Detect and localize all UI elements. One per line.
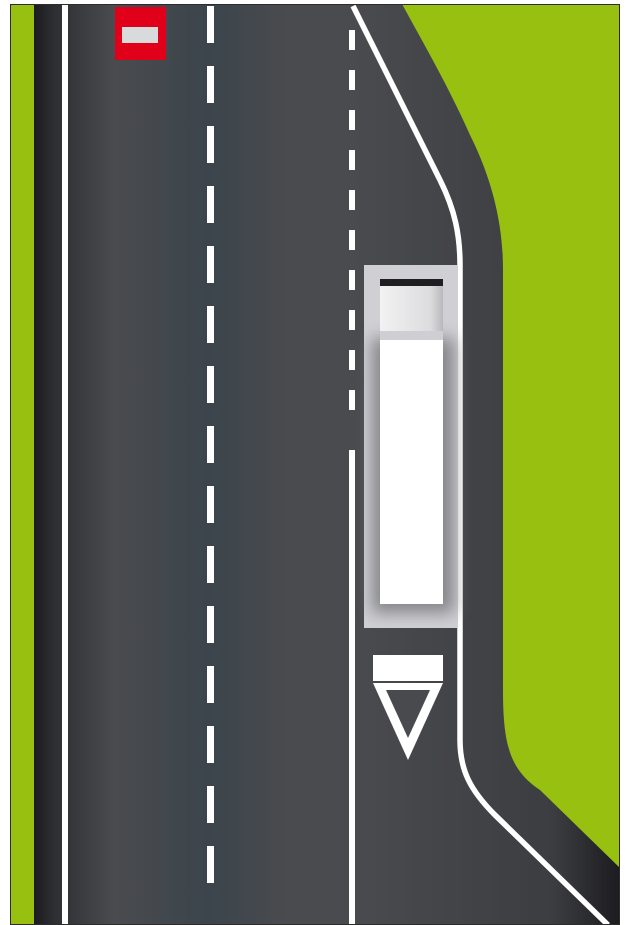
center-dash-6 — [207, 366, 214, 403]
edge-line-left — [62, 4, 68, 925]
center-dash-1 — [207, 66, 214, 103]
boundary-dash-8 — [349, 350, 355, 370]
center-dash-4 — [207, 246, 214, 283]
boundary-dash-4 — [349, 190, 355, 210]
center-dash-5 — [207, 306, 214, 343]
boundary-dash-9 — [349, 390, 355, 410]
center-dash-12 — [207, 726, 214, 763]
boundary-dash-3 — [349, 150, 355, 170]
truck-bumper — [380, 279, 443, 286]
no-entry-bar — [122, 27, 158, 43]
center-dash-11 — [207, 666, 214, 703]
center-dash-3 — [207, 186, 214, 223]
truck — [372, 279, 454, 613]
truck-hitch — [380, 331, 443, 340]
center-dash-9 — [207, 546, 214, 583]
center-dash-8 — [207, 486, 214, 523]
center-dash-13 — [207, 786, 214, 823]
boundary-dash-0 — [349, 30, 355, 50]
no-entry-sign — [115, 7, 166, 60]
center-dash-14 — [207, 846, 214, 883]
lane-boundary-solid — [349, 450, 355, 925]
boundary-dash-2 — [349, 110, 355, 130]
boundary-dash-1 — [349, 70, 355, 90]
center-dash-2 — [207, 126, 214, 163]
lane-divider-dashed — [207, 6, 214, 883]
truck-cab — [380, 281, 443, 333]
boundary-dash-6 — [349, 270, 355, 290]
give-way-bar — [373, 655, 443, 681]
main-carriageway — [34, 4, 352, 925]
boundary-dash-7 — [349, 310, 355, 330]
boundary-dash-5 — [349, 230, 355, 250]
truck-trailer — [380, 338, 443, 604]
center-dash-10 — [207, 606, 214, 643]
center-dash-0 — [207, 6, 214, 43]
center-dash-7 — [207, 426, 214, 463]
